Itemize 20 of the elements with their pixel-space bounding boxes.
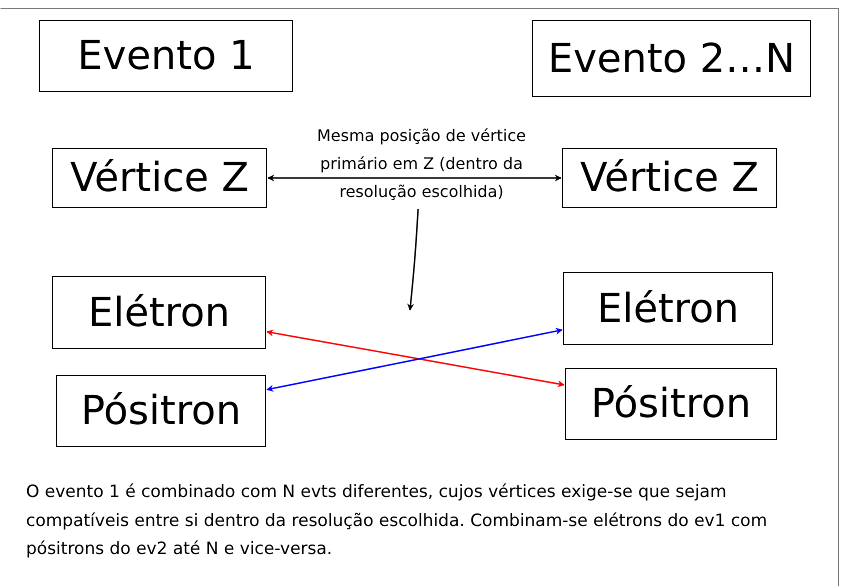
box-label: Elétron xyxy=(596,286,740,332)
explanatory-note: O evento 1 é combinado com N evts diferentes, cujos vértices exige-se que sejam compatíveis entre si dentro da resolução escolhida. Combinam-se elétrons do ev1 com pósitrons do ev2 até N e vice-versa. xyxy=(26,481,768,561)
box-label: Evento 2…N xyxy=(548,36,796,82)
text-box xyxy=(563,272,773,345)
box-label: Pósitron xyxy=(80,388,242,434)
box-label: Evento 1 xyxy=(77,33,255,79)
text-box xyxy=(39,20,293,92)
arrow xyxy=(267,174,562,182)
text-box xyxy=(52,276,266,349)
arrow xyxy=(407,208,419,311)
text-box xyxy=(562,148,777,208)
text-box xyxy=(565,368,777,440)
text-box xyxy=(56,375,266,447)
text-box xyxy=(52,148,267,208)
box-label: Vértice Z xyxy=(70,155,249,201)
text-box xyxy=(532,20,811,97)
box-label: Pósitron xyxy=(590,381,752,427)
note-text: Mesma posição de vértice primário em Z (dentro da resolução escolhida) xyxy=(300,122,543,206)
box-label: Elétron xyxy=(88,290,230,336)
box-label: Vértice Z xyxy=(580,155,759,201)
